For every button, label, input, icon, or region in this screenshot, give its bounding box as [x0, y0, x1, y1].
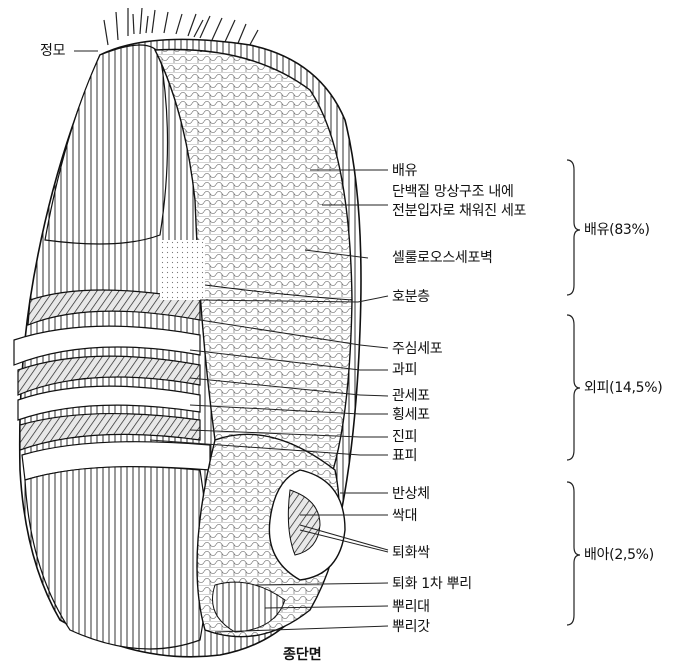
label-protein-matrix-1: 단백질 망상구조 내에 — [392, 184, 514, 200]
label-coleoptile: 싹대 — [392, 508, 417, 524]
label-tube-cell: 관세포 — [392, 388, 430, 404]
group-label-bran: 외피(14,5%) — [584, 380, 662, 396]
label-protein-matrix-2: 전분입자로 채워진 세포 — [392, 203, 526, 219]
label-coleoptile-sheath: 퇴화싹 — [392, 545, 430, 561]
label-epidermis: 표피 — [392, 448, 417, 464]
label-nucellus: 주심세포 — [392, 341, 442, 357]
caption: 종단면 — [283, 644, 322, 664]
label-endosperm: 배유 — [392, 163, 417, 179]
label-root-cap: 뿌리갓 — [392, 619, 430, 635]
group-label-endosperm: 배유(83%) — [584, 222, 650, 238]
label-primary-root: 퇴화 1차 뿌리 — [392, 576, 472, 592]
label-scutellum: 반상체 — [392, 486, 430, 502]
bran-outer-bottom — [25, 467, 208, 649]
label-root-stalk: 뿌리대 — [392, 599, 430, 615]
label-cross-cell: 횡세포 — [392, 407, 430, 423]
label-cellulose-wall: 셀룰로오스세포벽 — [392, 250, 493, 266]
label-pericarp: 과피 — [392, 362, 417, 378]
bran-outer-top — [45, 45, 168, 244]
label-top-hair: 정모 — [40, 43, 65, 59]
group-label-germ: 배아(2,5%) — [584, 547, 654, 563]
label-aleurone: 호분층 — [392, 289, 430, 305]
group-brackets — [567, 160, 580, 625]
label-hypodermis: 진피 — [392, 429, 417, 445]
